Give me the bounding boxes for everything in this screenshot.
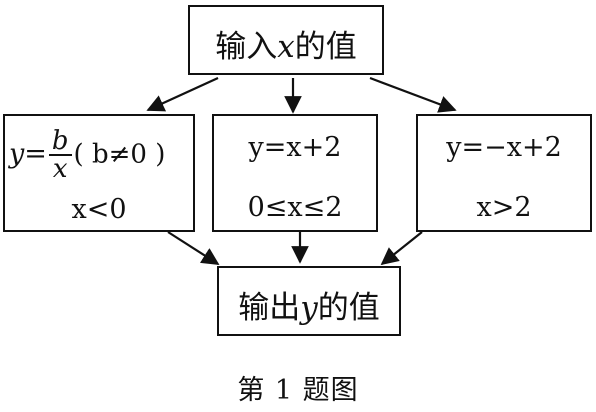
figure-caption: 第 1 题图 — [237, 375, 359, 406]
input-suffix: 的值 — [294, 29, 357, 65]
middle-branch-box: y=x+2 0≤x≤2 — [212, 114, 378, 232]
arrow-input-to-right — [369, 76, 457, 113]
input-box: 输入x的值 — [188, 5, 384, 75]
arrow-input-to-left — [146, 76, 219, 112]
fraction-numerator: b — [48, 128, 72, 156]
left-condition: ( b≠0 ) — [73, 139, 166, 170]
right-branch-box: y=−x+2 x>2 — [416, 114, 592, 232]
input-prefix: 输入 — [215, 29, 278, 65]
left-formula-lhs: y= — [9, 138, 47, 170]
output-box-label: 输出y的值 — [219, 282, 399, 327]
output-suffix: 的值 — [317, 290, 380, 326]
right-formula: y=−x+2 — [446, 132, 562, 163]
input-box-label: 输入x的值 — [190, 21, 382, 66]
output-box: 输出y的值 — [217, 266, 401, 336]
output-prefix: 输出 — [238, 290, 301, 326]
fraction-denominator: x — [52, 154, 68, 184]
middle-formula: y=x+2 — [248, 132, 342, 163]
output-var: y — [300, 290, 318, 326]
input-var: x — [277, 29, 295, 65]
middle-domain: 0≤x≤2 — [247, 192, 343, 223]
arrow-right-to-output — [380, 231, 423, 266]
right-domain: x>2 — [476, 192, 532, 223]
arrow-left-to-output — [167, 231, 220, 265]
left-domain: x<0 — [71, 194, 127, 225]
